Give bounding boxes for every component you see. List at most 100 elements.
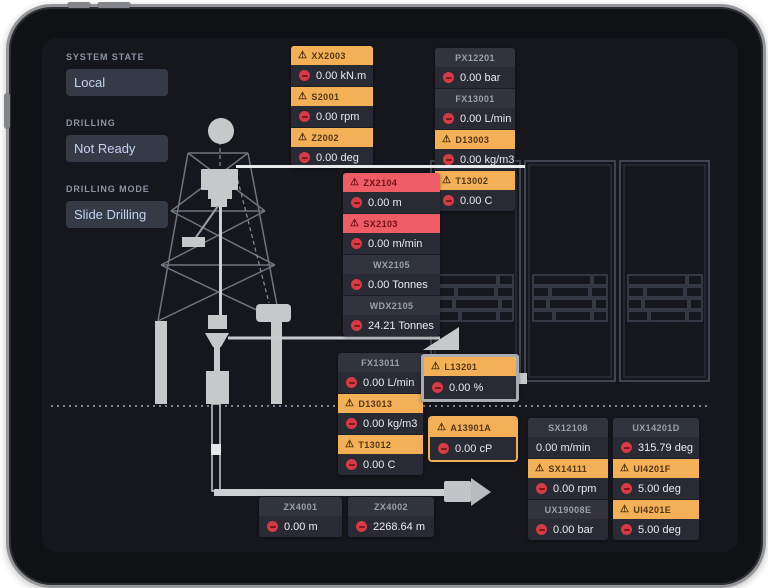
tag-value-ZX4001[interactable]: 0.00 m bbox=[259, 516, 342, 537]
substructure-right bbox=[271, 321, 282, 404]
tag-header-SX14111[interactable]: ⚠SX14111 bbox=[528, 459, 608, 478]
tag-label: WDX2105 bbox=[369, 300, 414, 311]
warning-triangle-icon: ⚠ bbox=[442, 133, 452, 145]
tag-header-UX19008E[interactable]: UX19008E bbox=[528, 500, 608, 519]
tag-header-D13013[interactable]: ⚠D13013 bbox=[338, 394, 423, 413]
tag-header-WX2105[interactable]: WX2105 bbox=[343, 255, 440, 274]
tag-value-ZX4002[interactable]: 2268.64 m bbox=[348, 516, 434, 537]
tag-header-D13003[interactable]: ⚠D13003 bbox=[435, 130, 515, 149]
tag-label: A13901A bbox=[450, 422, 492, 433]
tag-value-PX12201[interactable]: 0.00 bar bbox=[435, 67, 515, 89]
minus-circle-icon bbox=[621, 483, 632, 494]
tag-value-UI4201F[interactable]: 5.00 deg bbox=[613, 478, 699, 500]
tag-header-PX12201[interactable]: PX12201 bbox=[435, 48, 515, 67]
warning-triangle-icon: ⚠ bbox=[298, 90, 308, 102]
value-text: 315.79 deg bbox=[638, 441, 694, 454]
tag-label: S2001 bbox=[311, 91, 340, 102]
minus-circle-icon bbox=[443, 72, 454, 83]
rig-diagram bbox=[51, 118, 710, 506]
tag-header-FX13001[interactable]: FX13001 bbox=[435, 89, 515, 108]
bell-nipple bbox=[205, 333, 229, 347]
wellbore-pipe bbox=[211, 403, 446, 496]
mud-pump bbox=[256, 304, 291, 322]
tag-value-UX14201D[interactable]: 315.79 deg bbox=[613, 437, 699, 459]
minus-circle-icon bbox=[432, 382, 443, 393]
tag-header-Z2002[interactable]: ⚠Z2002 bbox=[291, 128, 373, 147]
volume-button bbox=[67, 2, 91, 8]
tag-value-T13002[interactable]: 0.00 C bbox=[435, 190, 515, 211]
value-text: 0.00 m bbox=[284, 520, 318, 533]
tag-value-FX13011[interactable]: 0.00 L/min bbox=[338, 372, 423, 394]
minus-circle-icon bbox=[351, 197, 362, 208]
tag-label: T13002 bbox=[455, 175, 489, 186]
tag-value-SX2103[interactable]: 0.00 m/min bbox=[343, 233, 440, 255]
minus-circle-icon bbox=[346, 377, 357, 388]
value-text: 24.21 Tonnes bbox=[368, 319, 434, 332]
tag-label: D13003 bbox=[455, 134, 490, 145]
tag-value-SX12108[interactable]: 0.00 m/min bbox=[528, 437, 608, 459]
system-state-display[interactable]: Local bbox=[66, 69, 168, 96]
substructure-left bbox=[155, 321, 167, 404]
tag-value-WX2105[interactable]: 0.00 Tonnes bbox=[343, 274, 440, 296]
tag-header-A13901A[interactable]: ⚠A13901A bbox=[430, 418, 516, 437]
tag-header-ZX4002[interactable]: ZX4002 bbox=[348, 497, 434, 516]
tag-value-D13013[interactable]: 0.00 kg/m3 bbox=[338, 413, 423, 435]
tag-header-UI4201F[interactable]: ⚠UI4201F bbox=[613, 459, 699, 478]
shale-shaker bbox=[423, 327, 459, 350]
tank-connector bbox=[514, 373, 527, 384]
tag-label: SX14111 bbox=[548, 463, 588, 474]
tag-header-T13002[interactable]: ⚠T13002 bbox=[435, 171, 515, 190]
minus-circle-icon bbox=[356, 521, 367, 532]
tag-label: WX2105 bbox=[373, 259, 410, 270]
tag-header-L13201[interactable]: ⚠L13201 bbox=[424, 357, 516, 376]
minus-circle-icon bbox=[299, 70, 310, 81]
drilling-status-display[interactable]: Not Ready bbox=[66, 135, 168, 162]
tag-value-FX13001[interactable]: 0.00 L/min bbox=[435, 108, 515, 130]
tag-label: FX13011 bbox=[361, 357, 400, 368]
tag-label: ZX4002 bbox=[374, 501, 408, 512]
tag-header-UX14201D[interactable]: UX14201D bbox=[613, 418, 699, 437]
tag-header-SX12108[interactable]: SX12108 bbox=[528, 418, 608, 437]
tag-group-bit-depth: ZX4001 0.00 m bbox=[259, 497, 342, 537]
tag-value-T13012[interactable]: 0.00 C bbox=[338, 454, 423, 475]
value-text: 0.00 rpm bbox=[316, 110, 360, 123]
tag-header-FX13011[interactable]: FX13011 bbox=[338, 353, 423, 372]
warning-triangle-icon: ⚠ bbox=[345, 397, 355, 409]
tag-value-ZX2104[interactable]: 0.00 m bbox=[343, 192, 440, 214]
hook-block bbox=[208, 315, 227, 329]
tag-value-WDX2105[interactable]: 24.21 Tonnes bbox=[343, 315, 440, 336]
tag-header-S2001[interactable]: ⚠S2001 bbox=[291, 87, 373, 106]
drill-line bbox=[236, 165, 525, 168]
tag-value-UI4201E[interactable]: 5.00 deg bbox=[613, 519, 699, 540]
tag-label: ZX4001 bbox=[283, 501, 318, 512]
warning-triangle-icon: ⚠ bbox=[350, 176, 360, 188]
tag-header-T13012[interactable]: ⚠T13012 bbox=[338, 435, 423, 454]
tag-value-XX2003[interactable]: 0.00 kN.m bbox=[291, 65, 373, 87]
tag-header-UI4201E[interactable]: ⚠UI4201E bbox=[613, 500, 699, 519]
tag-value-L13201[interactable]: 0.00 % bbox=[424, 376, 516, 399]
value-text: 0.00 deg bbox=[316, 151, 359, 164]
tag-header-WDX2105[interactable]: WDX2105 bbox=[343, 296, 440, 315]
warning-triangle-icon: ⚠ bbox=[345, 438, 355, 450]
minus-circle-icon bbox=[621, 442, 632, 453]
tag-header-SX2103[interactable]: ⚠SX2103 bbox=[343, 214, 440, 233]
drilling-status-label: DRILLING bbox=[66, 118, 116, 128]
tag-value-SX14111[interactable]: 0.00 rpm bbox=[528, 478, 608, 500]
tong-line bbox=[193, 205, 219, 241]
riser-pipe bbox=[214, 347, 220, 371]
drilling-mode-label: DRILLING MODE bbox=[66, 184, 150, 194]
minus-circle-icon bbox=[351, 320, 362, 331]
tag-header-ZX2104[interactable]: ⚠ZX2104 bbox=[343, 173, 440, 192]
drilling-mode-display[interactable]: Slide Drilling bbox=[66, 201, 168, 228]
tag-header-XX2003[interactable]: ⚠XX2003 bbox=[291, 46, 373, 65]
tag-value-UX19008E[interactable]: 0.00 bar bbox=[528, 519, 608, 540]
tag-label: Z2002 bbox=[311, 132, 339, 143]
tag-value-A13901A[interactable]: 0.00 cP bbox=[430, 437, 516, 460]
tag-value-Z2002[interactable]: 0.00 deg bbox=[291, 147, 373, 168]
tag-value-S2001[interactable]: 0.00 rpm bbox=[291, 106, 373, 128]
warning-triangle-icon: ⚠ bbox=[620, 462, 630, 474]
tag-header-ZX4001[interactable]: ZX4001 bbox=[259, 497, 342, 516]
